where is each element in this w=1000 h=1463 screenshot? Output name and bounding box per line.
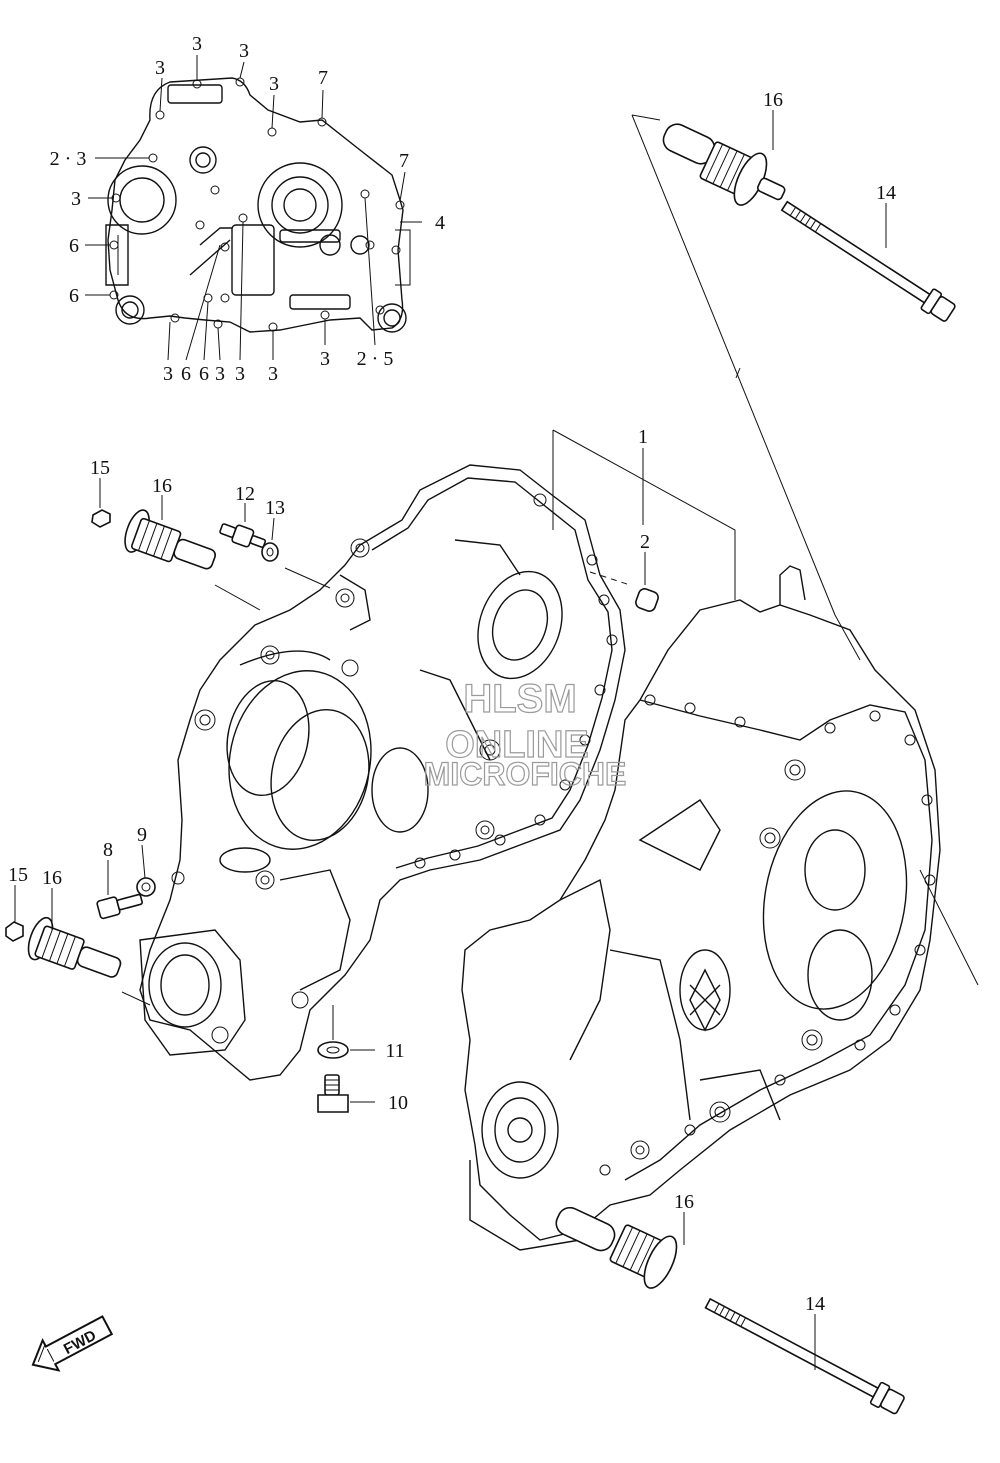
stud-left-upper: 15 16 12 13	[90, 457, 331, 611]
inset-callout: 6	[69, 285, 79, 307]
watermark-line-1: HLSM	[463, 677, 576, 721]
crankcase-right-half	[461, 565, 941, 1251]
callout-12: 12	[235, 483, 255, 505]
callout-16-left-lower: 16	[42, 867, 62, 889]
assembly-line-upper	[834, 614, 861, 661]
callout-14-lower: 14	[805, 1293, 825, 1315]
assembly-line-right	[919, 869, 979, 986]
callout-10: 10	[388, 1092, 408, 1114]
inset-callout: 6	[199, 363, 209, 385]
callout-11: 11	[385, 1040, 404, 1062]
inset-callout: 6	[181, 363, 191, 385]
dowel-pin	[635, 588, 659, 612]
crankcase-stud-lower: 16 14	[555, 1191, 905, 1415]
inset-callout: 3	[192, 33, 202, 55]
callout-2: 2	[640, 531, 650, 553]
inset-callout: 2 · 5	[357, 348, 394, 370]
inset-callout: 7	[399, 150, 409, 172]
callout-14-upper: 14	[876, 182, 896, 204]
callout-15-upper: 15	[90, 457, 110, 479]
inset-callout: 4	[435, 212, 445, 234]
watermark: HLSM ONLINE MICROFICHE	[423, 676, 627, 792]
crankcase-stud-upper: 16 14	[631, 89, 956, 616]
callout-1: 1	[638, 426, 648, 448]
inset-crankcase-side-view: 3 3 3 3 7 2 · 3 7 3 4 6 6 3 6 6 3 3 3 3 …	[50, 33, 445, 385]
inset-callout: 3	[268, 363, 278, 385]
inset-callout: 3	[239, 40, 249, 62]
inset-callout: 6	[69, 235, 79, 257]
inset-callout: 3	[155, 57, 165, 79]
inset-callout: 2 · 3	[50, 148, 87, 170]
inset-callout: 7	[318, 67, 328, 89]
inset-callout: 3	[215, 363, 225, 385]
inset-callout: 3	[269, 73, 279, 95]
callout-8: 8	[103, 839, 113, 861]
callout-9: 9	[137, 824, 147, 846]
callout-1-bracket: 1 2	[552, 426, 736, 612]
watermark-line-2: ONLINE	[445, 724, 589, 766]
callout-16-left-upper: 16	[152, 475, 172, 497]
fwd-direction-arrow: FWD	[31, 1315, 114, 1372]
watermark-line-3: MICROFICHE	[424, 756, 627, 792]
inset-callout: 3	[71, 188, 81, 210]
inset-callout: 3	[163, 363, 173, 385]
stud-left-lower: 15 16 8 9	[5, 824, 185, 1006]
drain-plug-assembly: 11 10	[317, 1005, 408, 1114]
callout-13: 13	[265, 497, 285, 519]
callout-16-lower: 16	[674, 1191, 694, 1213]
callout-15-lower: 15	[8, 864, 28, 886]
inset-callout: 3	[235, 363, 245, 385]
inset-callout: 3	[320, 348, 330, 370]
crankcase-left-half	[139, 464, 626, 1081]
callout-16-upper: 16	[763, 89, 783, 111]
